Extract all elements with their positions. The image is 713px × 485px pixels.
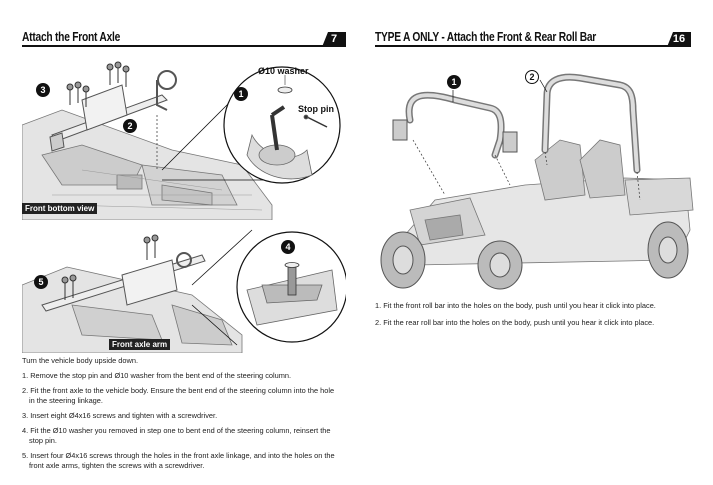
step-2-text-cont: in the steering linkage. bbox=[29, 396, 103, 405]
right-page-header: TYPE A ONLY - Attach the Front & Rear Ro… bbox=[375, 30, 691, 47]
washer-callout: Ø10 washer bbox=[258, 66, 309, 76]
roll-bar-figure: 1 2 bbox=[375, 60, 695, 290]
left-page-header: Attach the Front Axle 7 bbox=[22, 30, 346, 47]
left-page: Attach the Front Axle 7 bbox=[0, 0, 356, 485]
right-page-number: 16 bbox=[667, 32, 691, 47]
step-5-text: 5. Insert four Ø4x16 screws through the … bbox=[22, 451, 335, 460]
roll-bar-step-1-text: 1. Fit the front roll bar into the holes… bbox=[375, 301, 656, 310]
step-2-badge: 2 bbox=[525, 70, 539, 84]
roll-bar-step-2-text: 2. Fit the rear roll bar into the holes … bbox=[375, 318, 655, 327]
front-axle-illustration-2 bbox=[22, 229, 346, 353]
step-4-badge: 4 bbox=[281, 240, 295, 254]
front-axle-arm-label: Front axle arm bbox=[109, 339, 171, 350]
header-rule bbox=[375, 45, 691, 47]
step-1-badge: 1 bbox=[447, 75, 461, 89]
step-4-text-cont: stop pin. bbox=[29, 436, 57, 445]
left-page-title: Attach the Front Axle bbox=[22, 30, 121, 44]
step-5-text-cont: front axle arms, tighten the screws with… bbox=[29, 461, 205, 470]
step-3-badge: 3 bbox=[36, 83, 50, 97]
front-axle-figure-1: 3 2 1 Ø10 washer Stop pin Front bottom v… bbox=[22, 55, 346, 220]
step-1-badge: 1 bbox=[234, 87, 248, 101]
front-axle-figure-2: 4 5 Front axle arm bbox=[22, 225, 346, 353]
left-page-number: 7 bbox=[322, 32, 346, 47]
utv-roll-bar-illustration bbox=[380, 73, 694, 290]
right-page-title: TYPE A ONLY - Attach the Front & Rear Ro… bbox=[375, 30, 597, 44]
stop-pin-callout: Stop pin bbox=[298, 104, 334, 114]
front-axle-illustration-1 bbox=[22, 61, 341, 220]
step-1-text: 1. Remove the stop pin and Ø10 washer fr… bbox=[22, 371, 292, 380]
step-4-text: 4. Fit the Ø10 washer you removed in ste… bbox=[22, 426, 331, 435]
step-5-badge: 5 bbox=[34, 275, 48, 289]
intro-text: Turn the vehicle body upside down. bbox=[22, 356, 138, 365]
step-2-text: 2. Fit the front axle to the vehicle bod… bbox=[22, 386, 335, 395]
right-page: TYPE A ONLY - Attach the Front & Rear Ro… bbox=[357, 0, 713, 485]
header-rule bbox=[22, 45, 346, 47]
front-bottom-view-label: Front bottom view bbox=[22, 203, 98, 214]
step-2-badge: 2 bbox=[123, 119, 137, 133]
step-3-text: 3. Insert eight Ø4x16 screws and tighten… bbox=[22, 411, 218, 420]
